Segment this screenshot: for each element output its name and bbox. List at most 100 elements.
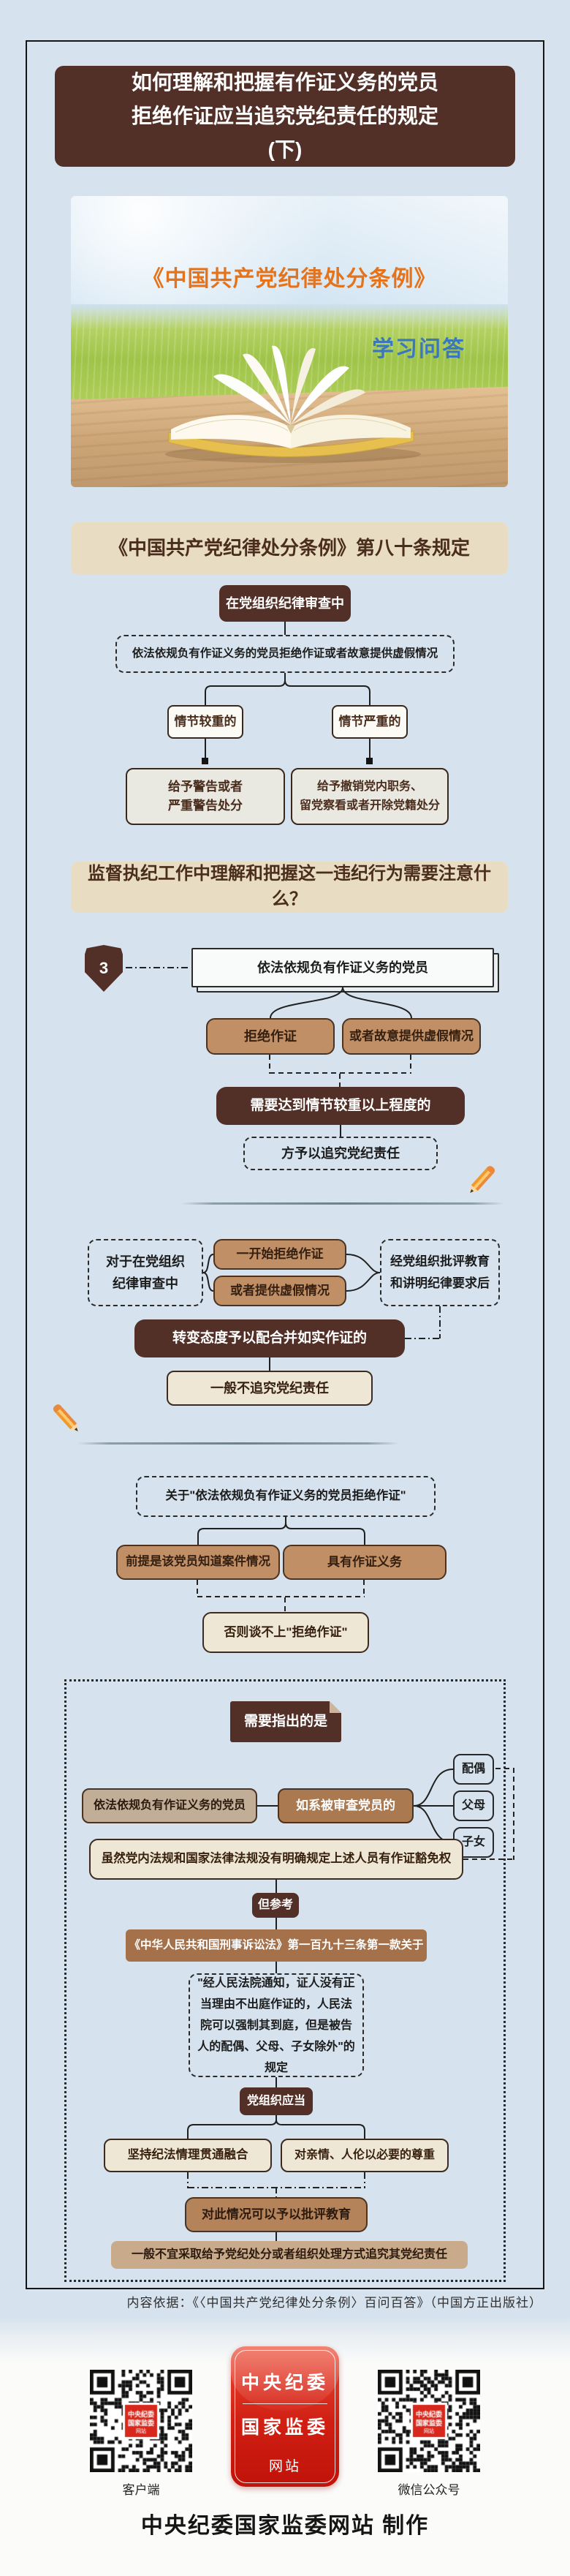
punishment-line: 给予警告或者 bbox=[168, 780, 243, 794]
hero-image: 《中国共产党纪律处分条例》 学习问答 bbox=[71, 196, 508, 487]
page-title: 如何理解和把握有作证义务的党员 拒绝作证应当追究党纪责任的规定 (下) bbox=[55, 66, 515, 167]
connector-bracket bbox=[205, 673, 370, 705]
section1-header: 《中国共产党纪律处分条例》第八十条规定 bbox=[71, 522, 508, 575]
node-otherwise: 否则谈不上"拒绝作证" bbox=[202, 1612, 369, 1653]
connector-curves bbox=[346, 1254, 381, 1292]
node-attitude-change: 转变态度予以配合并如实作证的 bbox=[134, 1319, 405, 1357]
hero-subheading: 学习问答 bbox=[372, 337, 466, 361]
connector-arrow bbox=[366, 758, 373, 764]
connector bbox=[205, 739, 206, 759]
node-if-relative: 如系被审查党员的 bbox=[278, 1788, 414, 1823]
connector-bracket bbox=[187, 2115, 365, 2139]
node-pursue-liability: 方予以追究党纪责任 bbox=[243, 1137, 438, 1170]
node-criticize: 对此情况可以予以批评教育 bbox=[185, 2197, 368, 2232]
education-line: 经党组织批评教育 bbox=[390, 1254, 490, 1268]
connector bbox=[197, 1596, 365, 1597]
connector bbox=[187, 2172, 189, 2188]
badge-line: 国家监委 bbox=[240, 2418, 329, 2438]
page-title-line1: 如何理解和把握有作证义务的党员 bbox=[131, 71, 438, 94]
node-violation-condition: 依法依规负有作证义务的党员拒绝作证或者故意提供虚假情况 bbox=[115, 635, 455, 673]
node-refuse-testify: 拒绝作证 bbox=[206, 1018, 335, 1055]
connector bbox=[276, 2077, 277, 2087]
node-no-exemption: 虽然党内法规和国家法律法规没有明确规定上述人员有作证豁免权 bbox=[89, 1839, 463, 1880]
node-refuse-first: 一开始拒绝作证 bbox=[213, 1239, 346, 1270]
connector bbox=[513, 1768, 514, 1860]
context-line: 对于在党组织 bbox=[106, 1254, 185, 1269]
connector bbox=[284, 622, 286, 635]
qr-code-wechat bbox=[378, 2370, 480, 2472]
qr-left-label: 客户端 bbox=[122, 2483, 160, 2497]
node-witness-duty-subject: 依法依规负有作证义务的党员 bbox=[191, 948, 494, 987]
open-book-illustration bbox=[165, 345, 421, 463]
connector bbox=[369, 739, 370, 759]
badge-line: 中央纪委 bbox=[231, 2368, 339, 2395]
punishment-line: 严重警告处分 bbox=[168, 799, 243, 813]
connector bbox=[276, 1880, 277, 1893]
qr-right-label: 微信公众号 bbox=[398, 2483, 460, 2497]
folded-corner-icon bbox=[330, 1701, 341, 1713]
node-org-should: 党组织应当 bbox=[240, 2087, 313, 2115]
node-principle-1: 坚持纪法情理贯通融合 bbox=[104, 2139, 272, 2172]
node-spouse: 配偶 bbox=[453, 1754, 494, 1785]
connector bbox=[126, 967, 190, 968]
connector bbox=[276, 2187, 277, 2197]
node-no-pursue: 一般不追究党纪责任 bbox=[167, 1371, 373, 1406]
connector-arrow bbox=[202, 758, 208, 764]
node-duty: 具有作证义务 bbox=[283, 1545, 446, 1580]
badge-inner-border bbox=[235, 2350, 335, 2483]
hero-heading: 《中国共产党纪律处分条例》 bbox=[142, 267, 437, 291]
connector bbox=[439, 1306, 441, 1338]
connector bbox=[463, 1858, 513, 1860]
connector bbox=[269, 1055, 270, 1074]
connector-bracket bbox=[197, 1517, 365, 1545]
node-refer: 但参考 bbox=[252, 1893, 299, 1918]
section2-header: 监督执纪工作中理解和把握这一违纪行为需要注意什么？ bbox=[71, 862, 508, 913]
node-moderate-punishment: 给予警告或者 严重警告处分 bbox=[126, 768, 285, 825]
connector bbox=[405, 1338, 439, 1339]
punishment-line: 留党察看或者开除党籍处分 bbox=[299, 799, 440, 812]
page-title-line2: 拒绝作证应当追究党纪责任的规定 bbox=[131, 105, 438, 127]
node-moderate: 情节较重的 bbox=[167, 705, 243, 739]
note-box: 需要指出的是 bbox=[230, 1701, 341, 1742]
node-severe-punishment: 给予撤销党内职务、 留党察看或者开除党籍处分 bbox=[291, 768, 449, 825]
node-review-context-2: 对于在党组织 纪律审查中 bbox=[88, 1239, 203, 1306]
connector bbox=[284, 1597, 286, 1612]
connector bbox=[276, 1918, 277, 1929]
node-severe: 情节严重的 bbox=[332, 705, 408, 739]
node-conclusion: 一般不宜采取给予党纪处分或者组织处理方式追究其党纪责任 bbox=[111, 2241, 468, 2269]
node-threshold: 需要达到情节较重以上程度的 bbox=[216, 1087, 465, 1125]
connector bbox=[495, 1768, 514, 1769]
credit-line: 内容依据：《〈中国共产党纪律处分条例〉百问百答》（中国方正出版社） bbox=[126, 2296, 542, 2310]
node-premise: 前提是该党员知道案件情况 bbox=[116, 1545, 280, 1580]
punishment-line: 给予撤销党内职务、 bbox=[316, 780, 422, 793]
connector-curves bbox=[202, 1254, 214, 1292]
connector-curves bbox=[270, 987, 412, 1019]
connector bbox=[269, 1357, 270, 1371]
badge-line: 网站 bbox=[268, 2459, 301, 2474]
connector bbox=[340, 1125, 341, 1137]
connector bbox=[257, 1805, 278, 1807]
note-section-container bbox=[64, 1679, 506, 2282]
page-title-line3: (下) bbox=[267, 138, 303, 161]
education-line: 和讲明纪律要求后 bbox=[390, 1276, 490, 1290]
context-line: 纪律审查中 bbox=[113, 1276, 178, 1291]
node-provision: "经人民法院通知，证人没有正当理由不出庭作证的，人民法院可以强制其到庭，但是被告… bbox=[189, 1973, 364, 2077]
connector bbox=[364, 2172, 365, 2188]
connector bbox=[270, 1072, 411, 1074]
node-false-info: 或者故意提供虚假情况 bbox=[342, 1018, 481, 1055]
connector bbox=[339, 1074, 341, 1087]
node-review-context: 在党组织纪律审查中 bbox=[219, 585, 351, 622]
badge-divider bbox=[243, 2403, 327, 2404]
outer-border bbox=[26, 40, 544, 2289]
node-about-refusal: 关于"依法依规负有作证义务的党员拒绝作证" bbox=[136, 1476, 436, 1517]
node-after-education: 经党组织批评教育 和讲明纪律要求后 bbox=[380, 1239, 500, 1306]
connector bbox=[197, 1580, 198, 1597]
badge-gloss bbox=[231, 2346, 339, 2411]
connector bbox=[276, 1962, 277, 1973]
node-law: 《中华人民共和国刑事诉讼法》第一百九十三条第一款关于 bbox=[126, 1929, 427, 1962]
connector bbox=[276, 2232, 277, 2241]
node-provide-false: 或者提供虚假情况 bbox=[213, 1276, 346, 1306]
qr-code-client bbox=[90, 2370, 192, 2472]
node-parents: 父母 bbox=[453, 1790, 494, 1821]
